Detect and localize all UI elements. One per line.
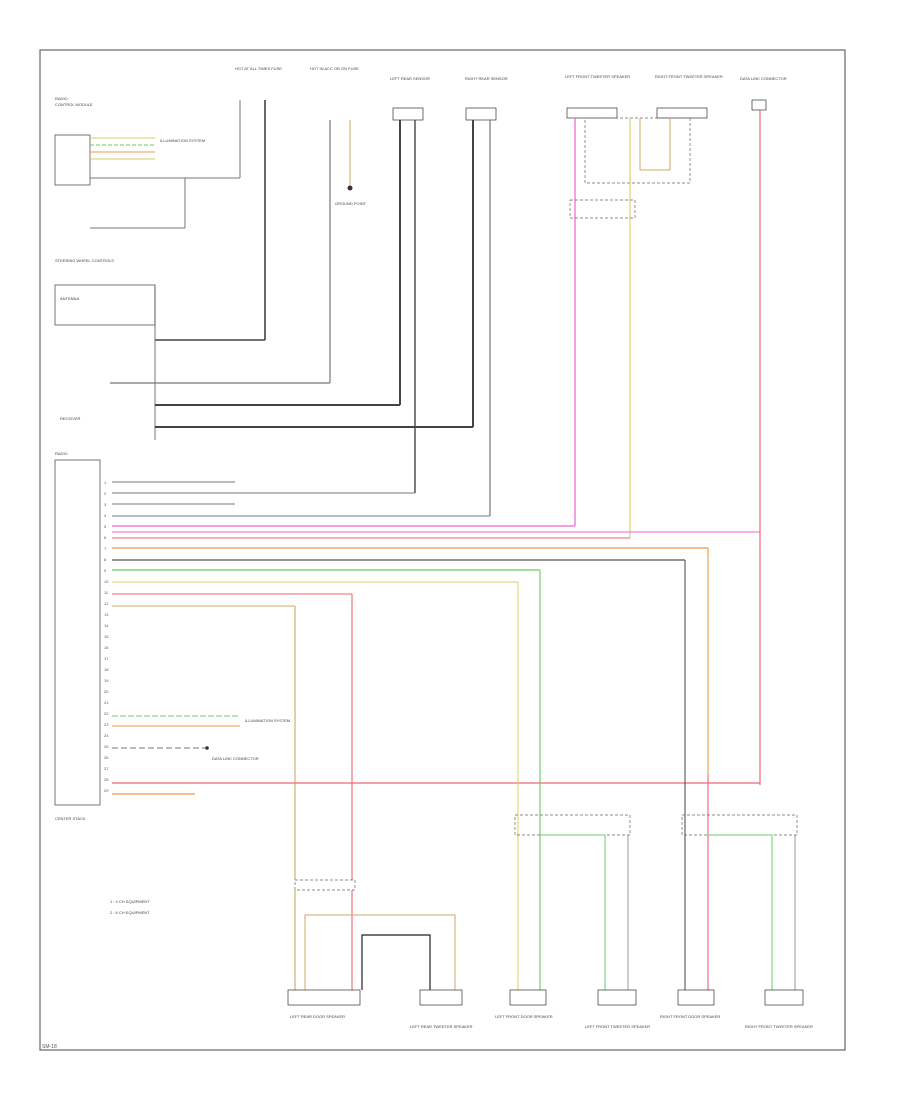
pin-label: 19 bbox=[104, 678, 109, 683]
pin-label: 12 bbox=[104, 601, 109, 606]
diagram-frame bbox=[39, 49, 846, 1051]
front-speaker-left-label: LEFT FRONT TWEETER SPEAKER bbox=[565, 74, 630, 79]
footer-code: SM-18 bbox=[42, 1044, 57, 1050]
left-sensor-label: LEFT REAR SENSOR bbox=[390, 76, 430, 81]
pin-column: 1 2 3 4 5 6 7 8 9 10 11 12 13 14 15 16 1… bbox=[104, 480, 109, 793]
pin-label: 9 bbox=[104, 568, 107, 573]
pin-label: 23 bbox=[104, 722, 109, 727]
speaker-label-lr-door: LEFT REAR DOOR SPEAKER bbox=[290, 1014, 345, 1019]
steering-control-label: STEERING WHEEL CONTROLS bbox=[55, 258, 114, 263]
pin-label: 15 bbox=[104, 634, 109, 639]
ground-center-symbol bbox=[347, 185, 353, 191]
right-front-door-speaker-box bbox=[677, 989, 715, 1006]
speaker-label-lr-tweeter: LEFT REAR TWEETER SPEAKER bbox=[410, 1024, 473, 1029]
right-front-tweeter-box bbox=[764, 989, 804, 1006]
tweeter-lower-splice bbox=[569, 199, 636, 219]
pin-label: 3 bbox=[104, 502, 107, 507]
pin-label: 7 bbox=[104, 546, 107, 551]
module-label: RADIO bbox=[55, 96, 68, 101]
pin-label: 6 bbox=[104, 535, 107, 540]
speaker-label-lf-tweeter: LEFT FRONT TWEETER SPEAKER bbox=[585, 1024, 650, 1029]
data-link-side-label: DATA LINK CONNECTOR bbox=[212, 756, 259, 761]
left-front-tweeter-connector bbox=[566, 107, 618, 119]
illumination-label-top: ILLUMINATION SYSTEM bbox=[160, 138, 205, 143]
receiver-label: RECEIVER bbox=[60, 416, 81, 421]
pin-label: 14 bbox=[104, 623, 109, 628]
left-front-door-speaker-box bbox=[509, 989, 547, 1006]
pin-label: 29 bbox=[104, 788, 109, 793]
pin-label: 27 bbox=[104, 766, 109, 771]
wire-lf-tweeter-a bbox=[540, 834, 606, 990]
illumination-label-bottom: ILLUMINATION SYSTEM bbox=[245, 718, 290, 723]
left-rear-splice bbox=[294, 879, 356, 891]
antenna-box bbox=[54, 284, 156, 326]
pin-label: 2 bbox=[104, 491, 107, 496]
pin-label: 25 bbox=[104, 744, 109, 749]
radio-unit-sub-label: CENTER STACK bbox=[55, 816, 86, 821]
pin-label: 1 bbox=[104, 480, 107, 485]
radio-control-module-box bbox=[54, 134, 91, 186]
module-sub-label: CONTROL MODULE bbox=[55, 102, 93, 107]
speaker-label-rf-tweeter: RIGHT FRONT TWEETER SPEAKER bbox=[745, 1024, 813, 1029]
pin-label: 5 bbox=[104, 524, 107, 529]
antenna-label: ANTENNA bbox=[60, 296, 79, 301]
pin-label: 11 bbox=[104, 590, 109, 595]
pin-label: 8 bbox=[104, 557, 107, 562]
right-front-splice bbox=[681, 814, 798, 836]
tweeter-splice-box bbox=[584, 117, 691, 184]
pin-label: 4 bbox=[104, 513, 107, 518]
right-front-tweeter-connector bbox=[656, 107, 708, 119]
left-front-splice bbox=[514, 814, 631, 836]
pin-label: 22 bbox=[104, 711, 109, 716]
wire-rf-tweeter-a bbox=[708, 834, 773, 990]
data-link-connector bbox=[751, 99, 767, 111]
wire-lr-tweeter-b bbox=[361, 934, 431, 990]
pin-label: 13 bbox=[104, 612, 109, 617]
pin-label: 16 bbox=[104, 645, 109, 650]
speaker-label-rf-door: RIGHT FRONT DOOR SPEAKER bbox=[660, 1014, 720, 1019]
note-2: 2 : 6 CH EQUIPMENT bbox=[110, 910, 150, 915]
radio-unit-label: RADIO bbox=[55, 451, 68, 456]
radio-main-box bbox=[54, 459, 101, 806]
left-sensor-connector bbox=[392, 107, 424, 121]
pin-label: 26 bbox=[104, 755, 109, 760]
data-link-label: DATA LINK CONNECTOR bbox=[740, 76, 787, 81]
right-sensor-label: RIGHT REAR SENSOR bbox=[465, 76, 508, 81]
data-link-ground-symbol bbox=[205, 746, 209, 750]
pin-label: 20 bbox=[104, 689, 109, 694]
pin-label: 10 bbox=[104, 579, 109, 584]
fuse-right-label: HOT IN ACC OR ON FUSE bbox=[310, 66, 359, 71]
pin-label: 21 bbox=[104, 700, 109, 705]
fuse-left-label: HOT AT ALL TIMES FUSE bbox=[235, 66, 282, 71]
left-rear-tweeter-box bbox=[419, 989, 463, 1006]
wire-tweeter-bridge bbox=[639, 118, 671, 171]
left-rear-door-speaker-box bbox=[287, 989, 361, 1006]
pin-label: 18 bbox=[104, 667, 109, 672]
pin-label: 24 bbox=[104, 733, 109, 738]
pin-label: 17 bbox=[104, 656, 109, 661]
right-sensor-connector bbox=[465, 107, 497, 121]
wire-lr-tweeter-a bbox=[304, 914, 456, 990]
speaker-label-lf-door: LEFT FRONT DOOR SPEAKER bbox=[495, 1014, 553, 1019]
front-speaker-right-label: RIGHT FRONT TWEETER SPEAKER bbox=[655, 74, 723, 79]
note-1: 1 : 4 CH EQUIPMENT bbox=[110, 899, 150, 904]
pin-label: 28 bbox=[104, 777, 109, 782]
ground-center-label: GROUND POINT bbox=[335, 201, 367, 206]
left-front-tweeter-box bbox=[597, 989, 637, 1006]
